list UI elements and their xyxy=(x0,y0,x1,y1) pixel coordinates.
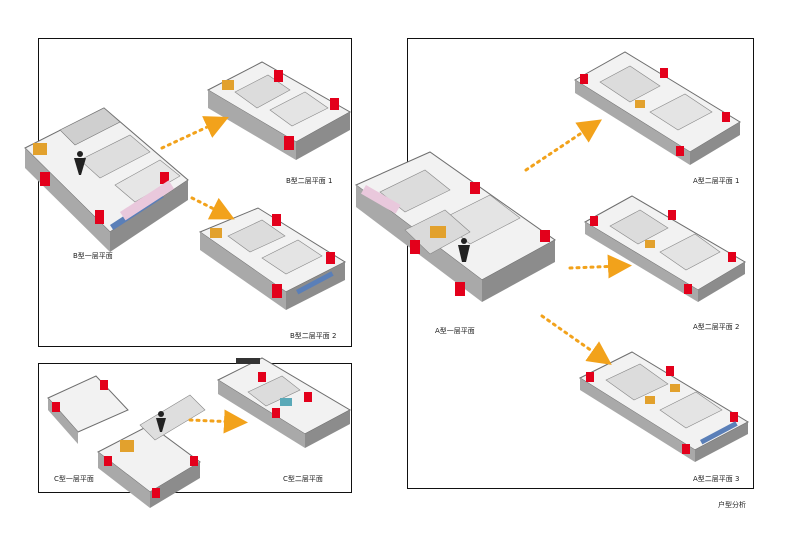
label-b-floor1: B型一层平面 xyxy=(73,252,113,260)
a-floor2-1-model xyxy=(574,51,741,165)
c-floor2-model xyxy=(216,357,352,448)
caption-house-type-analysis: 户型分析 xyxy=(718,501,746,509)
label-c-floor2: C型二层平面 xyxy=(283,475,323,483)
arrow-a-to-2-1 xyxy=(524,119,602,172)
a-floor2-2-model xyxy=(584,195,746,302)
c-floor1-model xyxy=(47,375,206,508)
b-floor1-model xyxy=(24,107,189,252)
a-type-frame xyxy=(407,38,754,489)
label-b-floor2-2: B型二层平面 2 xyxy=(290,332,337,340)
arrow-b-to-2-1 xyxy=(160,116,229,150)
label-a-floor2-1: A型二层平面 1 xyxy=(693,177,740,185)
b-floor2-2-model xyxy=(198,207,347,310)
label-a-floor1: A型一层平面 xyxy=(435,327,475,335)
arrow-a-to-2-3 xyxy=(540,314,612,365)
arrow-b-to-2-2 xyxy=(190,196,235,220)
label-a-floor2-2: A型二层平面 2 xyxy=(693,323,740,331)
a-floor1-model xyxy=(355,151,556,302)
label-a-floor2-3: A型二层平面 3 xyxy=(693,475,740,483)
a-floor2-3-model xyxy=(578,351,750,462)
label-c-floor1: C型一层平面 xyxy=(54,475,94,483)
arrow-c xyxy=(188,409,248,434)
label-b-floor2-1: B型二层平面 1 xyxy=(286,177,333,185)
arrow-a-to-2-2 xyxy=(568,254,632,279)
b-floor2-1-model xyxy=(206,61,352,160)
c-type-frame xyxy=(38,363,352,493)
b-type-frame xyxy=(38,38,352,347)
